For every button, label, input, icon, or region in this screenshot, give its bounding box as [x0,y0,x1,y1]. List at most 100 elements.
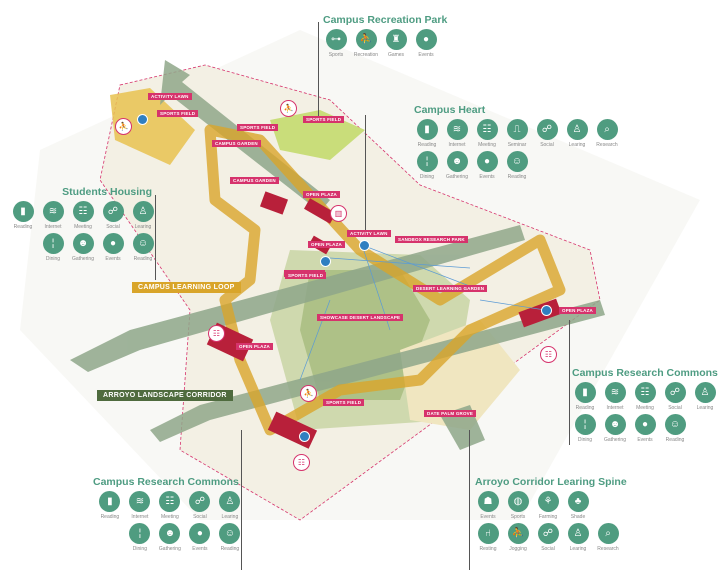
book-icon: ▮ [12,201,34,222]
amenity-label: Gathering [604,437,626,443]
viewpoint-eye-icon [541,305,552,316]
gathering-icon: ☻ [446,151,468,172]
farming-icon: ⚘ [537,491,559,512]
amenity-item: ☺Reading [662,414,688,443]
amenity-label: Resting [479,546,497,552]
viewpoint-eye-icon [359,240,370,251]
map-place-tag: DESERT LEARNING GARDEN [413,285,488,292]
amenity-item: ☷ Meeting [474,119,500,148]
amenity-label: Events [105,256,121,262]
dining-icon: ¦ [416,151,438,172]
basketball-icon: ◍ [507,491,529,512]
social-network-icon: ☍ [189,491,211,512]
panel-arroyo-spine: Arroyo Corridor Learing Spine ☗Events◍Sp… [475,476,627,552]
wifi-icon: ≋ [42,201,64,222]
amenity-label: Farming [538,514,558,520]
amenity-item: ≋ Internet [127,491,153,520]
amenity-label: Meeting [74,224,92,230]
icon-row: ¦Dining☻Gathering●Events☺Reading [572,414,718,443]
amenity-label: Meeting [478,142,496,148]
amenity-item: ¦ Dining [572,414,598,443]
amenity-item: ♣Shade [565,491,591,520]
icon-row: ▮Reading≋Internet☷Meeting☍Social♙Learing [572,382,718,411]
leader-line-research-left [241,430,242,570]
jogging-icon: ⛹ [507,523,529,544]
bowling-icon: ♜ [385,29,407,50]
pin-events-icon: ● [634,414,656,435]
icon-row: ☗Events◍Sports⚘Farming♣Shade [475,491,627,520]
amenity-label: Dining [132,546,147,552]
amenity-label: Gathering [446,174,468,180]
amenity-label: Research [596,142,618,148]
amenity-item: ☍Social [662,382,688,411]
pin-events-icon: ● [189,523,211,544]
panel-title: Campus Heart [414,104,486,116]
amenity-item: ⛹Jogging [505,523,531,552]
dining-icon: ¦ [129,523,151,544]
teaching-board-icon: ♙ [694,382,716,403]
amenity-item: ¦ Dining [127,523,153,552]
leader-line-housing [155,195,156,280]
social-network-icon: ☍ [102,201,124,222]
amenity-item: ¦Dining [414,151,440,180]
panel-title: Arroyo Corridor Learing Spine [475,476,627,488]
map-place-tag: ACTIVITY LAWN [148,93,192,100]
amenity-label: Internet [131,514,149,520]
gathering-icon: ☻ [159,523,181,544]
amenity-label: Reading [575,405,595,411]
amenity-item: ♙Learing [217,491,243,520]
dining-icon: ¦ [42,233,64,254]
amenity-item: ⊶Sports [323,29,349,58]
panel-research-commons-right: Campus Research Commons ▮Reading≋Interne… [572,367,718,443]
social-network-icon: ☍ [537,523,559,544]
meeting-pin-icon: ☷ [540,346,557,363]
seminar-icon: ⎍ [506,119,528,140]
gathering-icon: ☻ [72,233,94,254]
amenity-item: ≋Internet [40,201,66,230]
icon-row: ▮Reading≋Internet☷Meeting⎍Seminar☍Social… [414,119,620,148]
research-icon: ⌕ [596,119,618,140]
map-place-tag: CAMPUS GARDEN [230,177,279,184]
amenity-label: Reading [13,224,33,230]
amenity-label: Reading [417,142,437,148]
book-icon: ▮ [99,491,121,512]
amenity-item: ▮Reading [572,382,598,411]
sports-pin-icon: ⛹ [115,118,132,135]
panel-recreation-park: Campus Recreation Park ⊶Sports⛹Recreatio… [323,14,447,58]
leader-line-research-right [569,320,570,445]
icon-row: ⑁Resting⛹Jogging☍Social♙Learing⌕Research [475,523,627,552]
amenity-label: Learing [134,224,152,230]
reader-icon: ☺ [506,151,528,172]
wifi-icon: ≋ [129,491,151,512]
map-place-tag: SPORTS FIELD [303,116,345,123]
map-place-tag: SPORTS FIELD [157,110,199,117]
amenity-label: Events [479,174,495,180]
dining-icon: ¦ [574,414,596,435]
viewpoint-eye-icon [299,431,310,442]
teaching-board-icon: ♙ [132,201,154,222]
amenity-item: ≋Internet [602,382,628,411]
reader-icon: ☺ [219,523,241,544]
amenity-item: ¦Dining [40,233,66,262]
pin-events-icon: ● [415,29,437,50]
meeting-table-icon: ☷ [476,119,498,140]
amenity-item: ☗Events [475,491,501,520]
amenity-item: ● Events [187,523,213,552]
map-place-tag: SHOWCASE DESERT LANDSCAPE [317,314,404,321]
amenity-label: Dining [577,437,593,443]
amenity-label: Events [192,546,208,552]
map-place-tag: OPEN PLAZA [236,343,274,350]
meeting-table-icon: ☷ [72,201,94,222]
teaching-board-icon: ♙ [567,523,589,544]
arroyo-landscape-corridor-label: ARROYO LANDSCAPE CORRIDOR [97,390,233,401]
amenity-label: Events [480,514,496,520]
amenity-item: ☺Reading [130,233,156,262]
map-place-tag: OPEN PLAZA [303,191,341,198]
panel-title: Campus Recreation Park [323,14,448,26]
amenity-label: Social [106,224,120,230]
amenity-label: Gathering [72,256,94,262]
icon-row: ¦Dining☻Gathering●Events☺Reading [10,233,156,262]
amenity-item: ⑁Resting [475,523,501,552]
amenity-item: ☍ Social [100,201,126,230]
amenity-item: ☻Gathering [602,414,628,443]
